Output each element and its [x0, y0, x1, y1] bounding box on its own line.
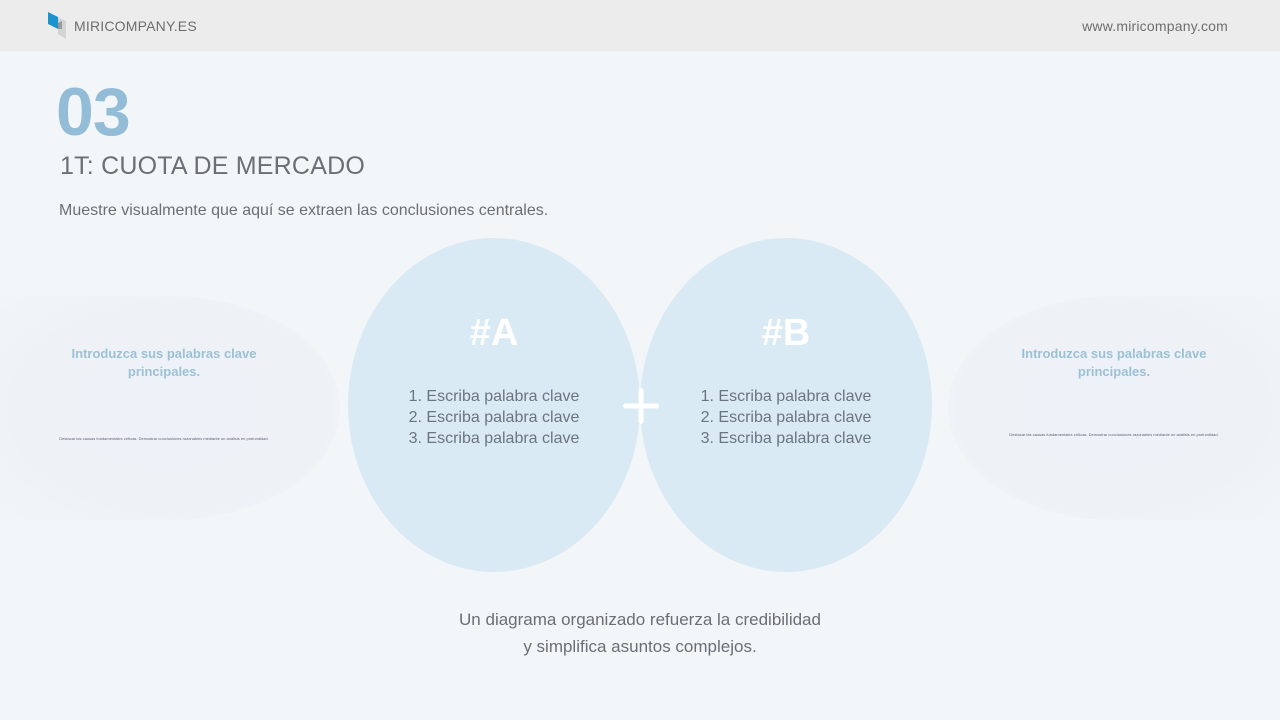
plus-icon — [623, 388, 659, 424]
venn-label-a: #A — [469, 312, 519, 354]
list-item: 3. Escriba palabra clave — [408, 430, 580, 447]
venn-list-a: 1. Escriba palabra clave 2. Escriba pala… — [348, 386, 640, 449]
list-item: 2. Escriba palabra clave — [408, 409, 580, 426]
list-item: 2. Escriba palabra clave — [700, 409, 872, 426]
left-side-body: Destacar las causas fundamentales crític… — [59, 436, 269, 441]
list-item: 1. Escriba palabra clave — [700, 388, 872, 405]
list-item: 3. Escriba palabra clave — [700, 430, 872, 447]
venn-list-b: 1. Escriba palabra clave 2. Escriba pala… — [640, 386, 932, 449]
page-subtitle: Muestre visualmente que aquí se extraen … — [59, 202, 549, 219]
right-side-title: Introduzca sus palabras clave principale… — [1021, 346, 1207, 379]
brand-name: MIRICOMPANY.ES — [74, 18, 197, 34]
page-title: 1T: CUOTA DE MERCADO — [60, 152, 365, 180]
left-side-panel — [0, 296, 340, 520]
site-url[interactable]: www.miricompany.com — [1082, 18, 1228, 34]
left-side-title: Introduzca sus palabras clave principale… — [71, 346, 257, 379]
venn-circle-b: #B 1. Escriba palabra clave 2. Escriba p… — [640, 238, 932, 572]
list-item: 1. Escriba palabra clave — [408, 388, 580, 405]
footer-line-2: y simplifica asuntos complejos. — [523, 637, 757, 656]
venn-diagram: #A 1. Escriba palabra clave 2. Escriba p… — [348, 238, 933, 573]
venn-circle-a: #A 1. Escriba palabra clave 2. Escriba p… — [348, 238, 640, 572]
logo-icon — [48, 12, 66, 39]
top-bar: MIRICOMPANY.ES www.miricompany.com — [0, 0, 1280, 51]
venn-label-b: #B — [761, 312, 811, 354]
section-number: 03 — [56, 74, 131, 150]
right-side-panel — [948, 296, 1280, 520]
right-side-body: Destacar las causas fundamentales crític… — [1009, 432, 1219, 437]
footer-caption: Un diagrama organizado refuerza la credi… — [0, 606, 1280, 660]
footer-line-1: Un diagrama organizado refuerza la credi… — [459, 610, 821, 629]
